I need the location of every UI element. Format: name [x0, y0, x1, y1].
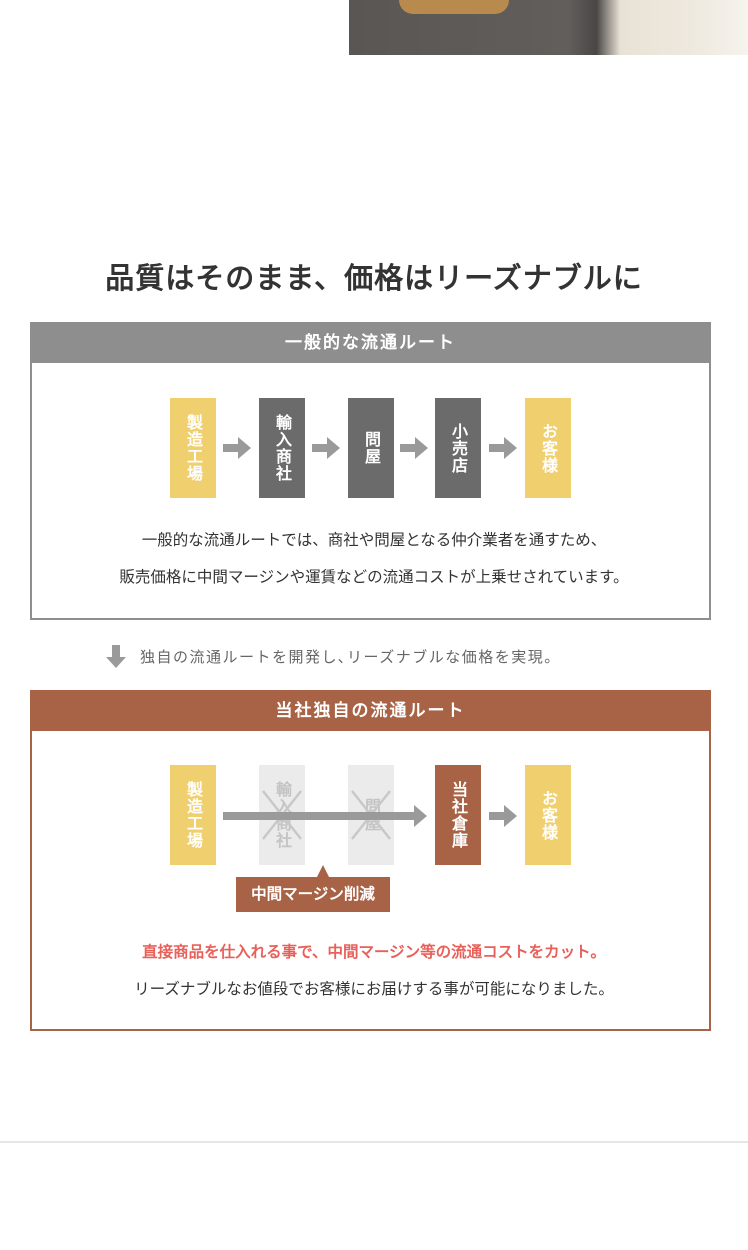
divider	[0, 1141, 748, 1143]
direct-arrow-icon	[223, 805, 427, 827]
step-customer: お客様	[525, 398, 571, 498]
general-desc-2: 販売価格に中間マージンや運賃などの流通コストが上乗せされています。	[119, 568, 629, 586]
own-desc-2: リーズナブルなお値段でお客様にお届けする事が可能になりました。	[134, 980, 614, 998]
section-title: 品質はそのまま、価格はリーズナブルに	[105, 261, 643, 295]
arrow-right-icon	[223, 437, 251, 459]
own-desc-1: 直接商品を仕入れる事で、中間マージン等の流通コストをカット。	[142, 943, 606, 961]
margin-reduction-badge: 中間マージン削減	[236, 865, 390, 912]
product-photo	[349, 0, 748, 55]
general-route-panel: 一般的な流通ルート	[30, 322, 711, 620]
route-note: 独自の流通ルートを開発し､リーズナブルな価格を実現。	[140, 648, 561, 666]
step-importer: 輸入商社	[259, 398, 305, 498]
step-customer: お客様	[525, 765, 571, 865]
step-factory: 製造工場	[170, 398, 216, 498]
general-route-header: 一般的な流通ルート	[32, 324, 709, 363]
own-route-panel: 当社独自の流通ルート	[30, 690, 711, 1031]
own-route-header: 当社独自の流通ルート	[32, 692, 709, 731]
arrow-right-icon	[489, 437, 517, 459]
arrow-right-icon	[400, 437, 428, 459]
step-factory: 製造工場	[170, 765, 216, 865]
arrow-right-icon	[312, 437, 340, 459]
arrow-right-icon	[489, 805, 517, 827]
arrow-down-icon	[106, 645, 126, 668]
step-wholesaler: 問屋	[348, 398, 394, 498]
step-retailer: 小売店	[435, 398, 481, 498]
step-own-warehouse: 当社倉庫	[435, 765, 481, 865]
general-desc-1: 一般的な流通ルートでは、商社や問屋となる仲介業者を通すため、	[141, 531, 607, 549]
